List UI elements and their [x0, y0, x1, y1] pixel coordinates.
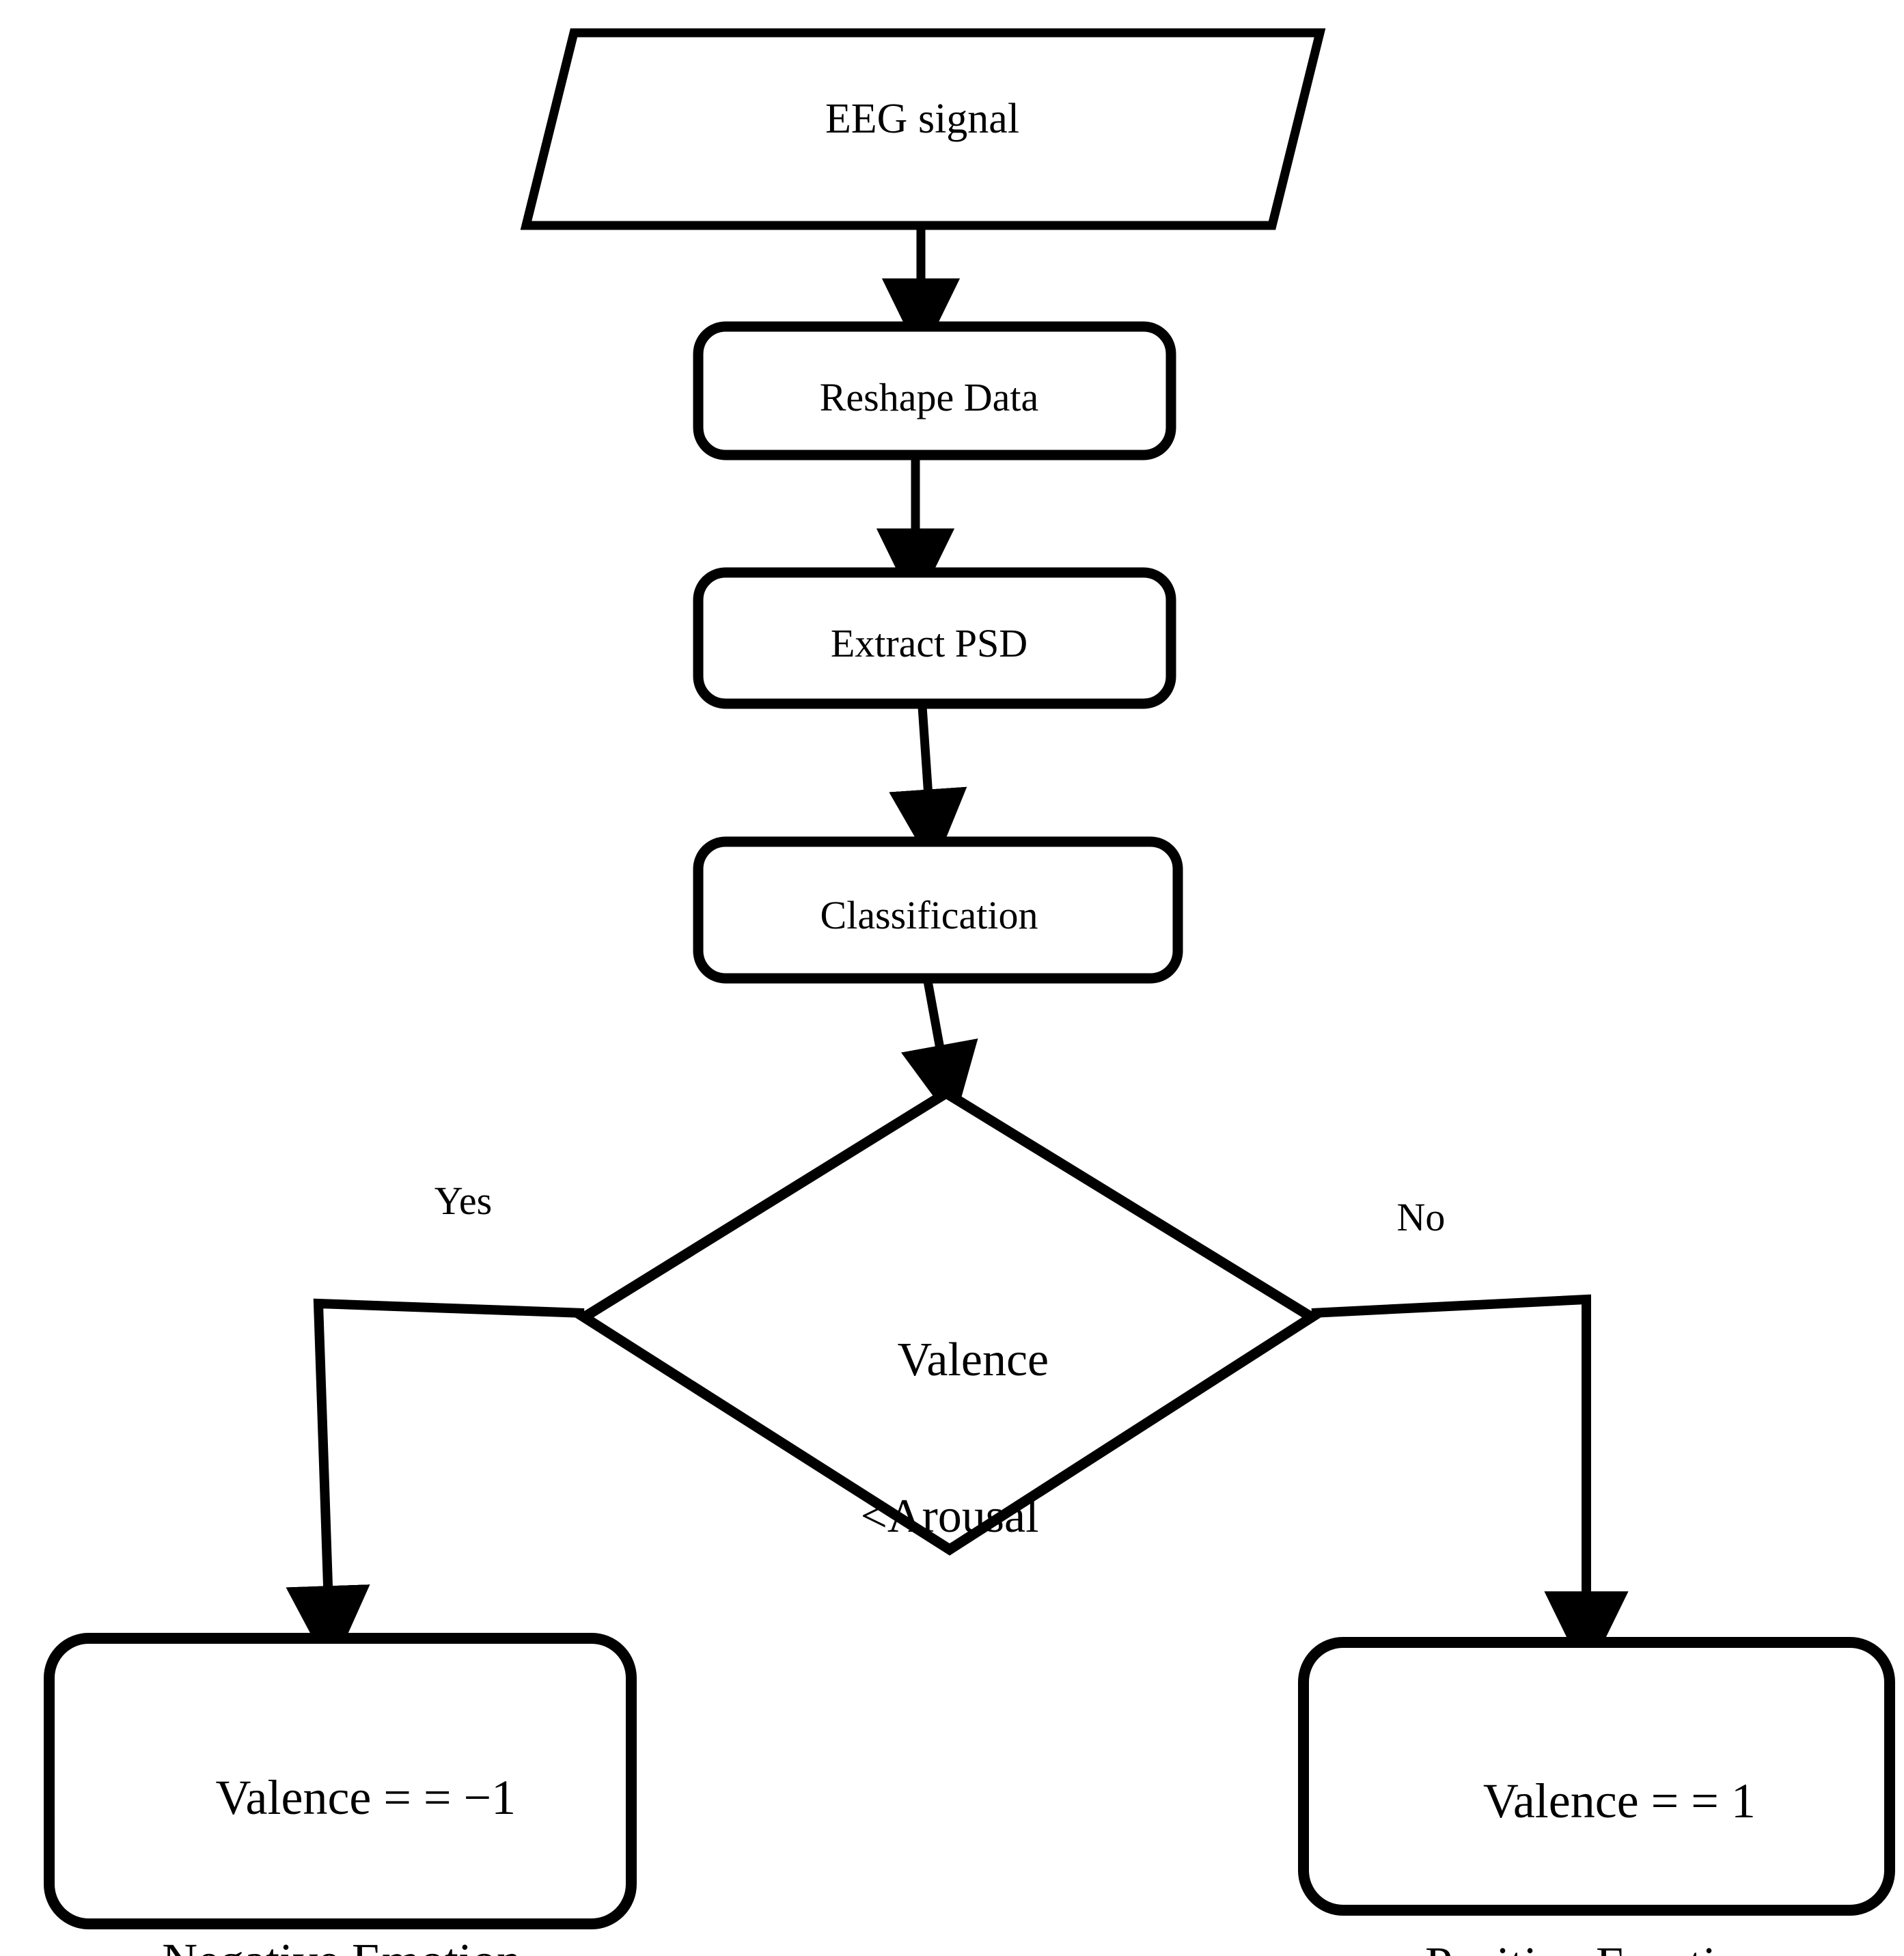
node-extract-psd-shape[interactable] [693, 567, 1176, 709]
edge-label-no: No [1396, 1195, 1446, 1239]
edge-decision-no [1311, 1294, 1629, 1678]
edge-psd-to-classification [889, 706, 967, 870]
node-positive-shape[interactable] [1298, 1637, 1895, 1916]
node-reshape-shape[interactable] [693, 321, 1176, 460]
node-classification-shape[interactable] [693, 836, 1183, 984]
node-decision-shape[interactable] [574, 1087, 1322, 1556]
node-negative-shape[interactable] [44, 1633, 637, 1929]
node-eeg-signal-shape[interactable] [520, 28, 1326, 230]
edge-decision-yes [286, 1298, 585, 1672]
edge-label-yes: Yes [434, 1179, 493, 1223]
edge-classification-to-decision [900, 980, 978, 1125]
